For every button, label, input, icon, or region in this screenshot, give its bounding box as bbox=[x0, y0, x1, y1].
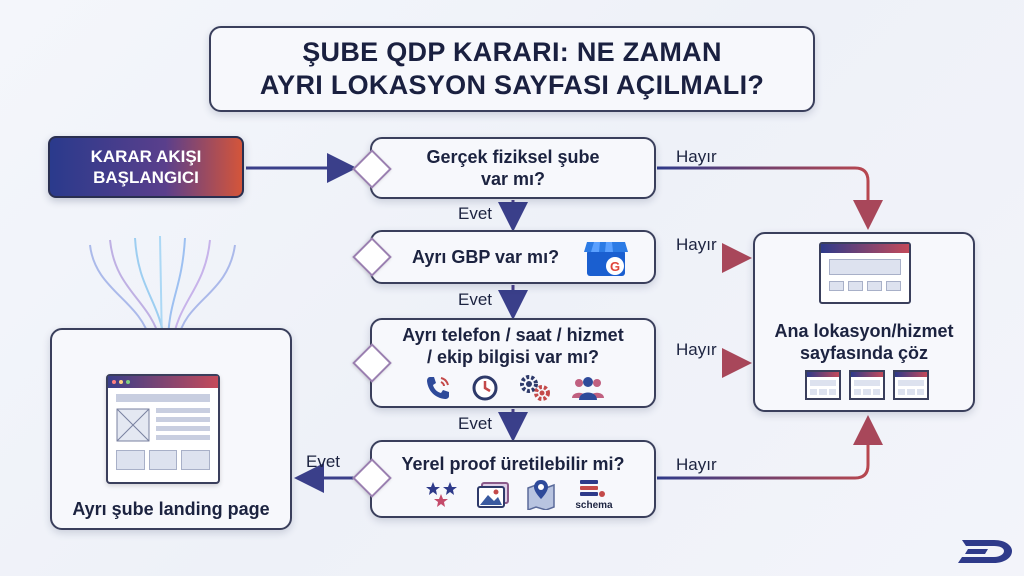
question-3-box: Ayrı telefon / saat / hizmet / ekip bilg… bbox=[370, 318, 656, 408]
result-branch-page-box: Ayrı şube landing page bbox=[50, 328, 292, 530]
question-4-line1: Yerel proof üretilebilir mi? bbox=[401, 454, 625, 474]
edge-label-q4-no: Hayır bbox=[676, 455, 717, 474]
brand-logo-icon bbox=[954, 536, 1016, 566]
title-box: ŞUBE QDP KARARI: NE ZAMAN AYRI LOKASYON … bbox=[209, 26, 815, 112]
edge-label-q3-yes: Evet bbox=[458, 414, 493, 433]
edge-label-q3-no: Hayır bbox=[676, 340, 717, 359]
photos-icon bbox=[476, 481, 510, 509]
title-line1: ŞUBE QDP KARARI: NE ZAMAN bbox=[302, 37, 722, 67]
result-branch-label: Ayrı şube landing page bbox=[72, 499, 270, 519]
question-3-line2: / ekip bilgisi var mı? bbox=[426, 347, 600, 367]
edge-label-q4-yes: Evet bbox=[306, 452, 341, 471]
browser-window-icon bbox=[819, 242, 911, 304]
question-1-line2: var mı? bbox=[480, 169, 546, 189]
question-2-line1: Ayrı GBP var mı? bbox=[412, 246, 560, 267]
arrow-q1-no bbox=[657, 166, 883, 230]
start-line1: KARAR AKIŞI bbox=[90, 147, 202, 166]
title-line2: AYRI LOKASYON SAYFASI AÇILMALI? bbox=[259, 70, 765, 100]
question-1-line1: Gerçek fiziksel şube bbox=[426, 147, 600, 167]
svg-text:G: G bbox=[610, 259, 620, 274]
result-main-line1: Ana lokasyon/hizmet bbox=[774, 321, 954, 341]
result-main-line2: sayfasında çöz bbox=[799, 343, 929, 363]
schema-label: schema bbox=[575, 500, 613, 511]
google-business-profile-icon: G bbox=[584, 238, 628, 278]
start-line2: BAŞLANGICI bbox=[93, 168, 199, 187]
stars-icon bbox=[424, 480, 460, 510]
result-main-page-box: Ana lokasyon/hizmet sayfasında çöz bbox=[753, 232, 975, 412]
edge-label-q1-no: Hayır bbox=[676, 147, 717, 166]
landing-page-icon bbox=[106, 374, 220, 484]
map-pin-icon bbox=[526, 478, 556, 512]
phone-icon bbox=[424, 374, 452, 402]
edge-label-q2-no: Hayır bbox=[676, 235, 717, 254]
question-1-box: Gerçek fiziksel şube var mı? bbox=[370, 137, 656, 199]
edge-label-q2-yes: Evet bbox=[458, 290, 493, 309]
arrow-q4-no bbox=[657, 415, 883, 480]
gears-icon bbox=[518, 372, 552, 402]
start-node: KARAR AKIŞI BAŞLANGICI bbox=[48, 136, 244, 198]
schema-icon: schema bbox=[574, 478, 614, 512]
edge-label-q1-yes: Evet bbox=[458, 204, 493, 223]
question-4-box: Yerel proof üretilebilir mi? bbox=[370, 440, 656, 518]
mini-pages-icon bbox=[805, 370, 929, 400]
team-icon bbox=[570, 374, 606, 402]
question-3-line1: Ayrı telefon / saat / hizmet bbox=[402, 325, 624, 345]
clock-icon bbox=[471, 374, 499, 402]
